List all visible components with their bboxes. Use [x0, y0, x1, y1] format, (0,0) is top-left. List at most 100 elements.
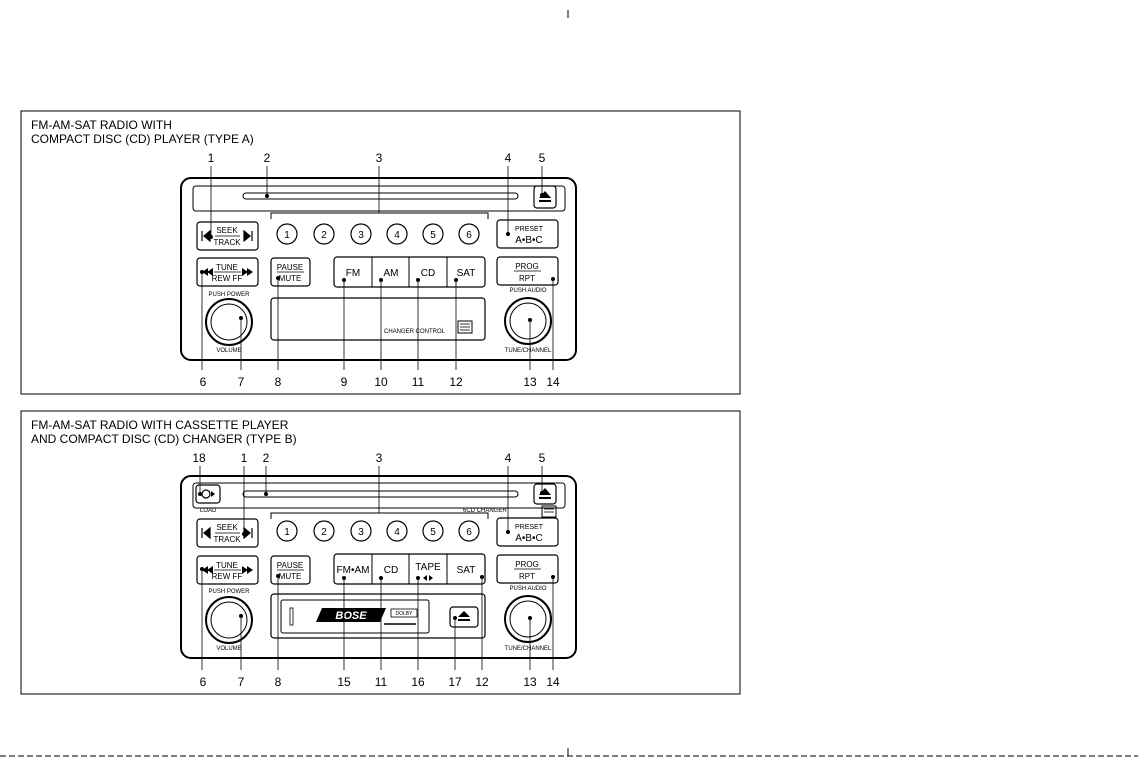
track-label: TRACK: [213, 535, 241, 544]
panel-a-sat-button[interactable]: SAT: [457, 268, 476, 279]
panel-b-seek-track-button[interactable]: SEEK TRACK: [196, 518, 259, 548]
tape-direction-icon: [423, 575, 433, 581]
panel-a-title: FM-AM-SAT RADIO WITH COMPACT DISC (CD) P…: [31, 118, 254, 146]
panel-a-seek-track-button[interactable]: SEEK TRACK: [196, 221, 259, 251]
panel-a-preset-5[interactable]: 5: [422, 223, 444, 245]
eject-icon: [458, 611, 470, 617]
panel-a-prog-rpt-button[interactable]: PROG RPT: [496, 256, 559, 286]
callout-label: 10: [374, 375, 388, 389]
panel-b-preset-5[interactable]: 5: [422, 520, 444, 542]
preset-label: 6: [466, 230, 472, 241]
callout-label: 17: [448, 675, 462, 689]
panel-b-unit: [180, 475, 577, 659]
panel-b-sat-button[interactable]: SAT: [457, 565, 476, 576]
panel-a-preset-2[interactable]: 2: [313, 223, 335, 245]
dolby-badge: [390, 608, 418, 618]
panel-a-tune-button[interactable]: TUNE REW FF: [196, 257, 259, 287]
volume-label: VOLUME: [216, 348, 241, 354]
panel-a-fm-button[interactable]: FM: [346, 268, 360, 279]
callout-label: 7: [238, 675, 245, 689]
abc-text: A•B•C: [515, 235, 543, 246]
callout-label: 11: [375, 675, 388, 689]
callout-label: 3: [376, 151, 383, 165]
panel-b-cd-button[interactable]: CD: [384, 565, 398, 576]
rpt-label: RPT: [519, 572, 535, 581]
panel-b-prog-rpt-button[interactable]: PROG RPT: [496, 554, 559, 584]
panel-b-pause-mute-button[interactable]: PAUSE MUTE: [270, 555, 311, 585]
pause-label: PAUSE: [277, 561, 304, 570]
callout-label: 9: [341, 375, 348, 389]
panel-a-am-button[interactable]: AM: [384, 268, 399, 279]
panel-b-preset-3[interactable]: 3: [350, 520, 372, 542]
panel-a-pause-mute-button[interactable]: PAUSE MUTE: [270, 257, 311, 287]
panel-a-preset-6[interactable]: 6: [458, 223, 480, 245]
panel-a-volume-knob[interactable]: [205, 298, 253, 346]
panel-b-cassette-area: [270, 593, 486, 639]
panel-b-volume-knob[interactable]: [205, 596, 253, 644]
callout-label: 1: [208, 151, 215, 165]
preset-label: 1: [284, 230, 290, 241]
volume-label: VOLUME: [216, 646, 241, 652]
preset-label: 3: [358, 230, 364, 241]
disc-logo-icon: [457, 320, 473, 334]
callout-label: 14: [546, 375, 560, 389]
panel-a-title-line1: FM-AM-SAT RADIO WITH: [31, 118, 172, 132]
panel-b-tape-button[interactable]: TAPE: [415, 562, 441, 573]
panel-b-preset-abc-button[interactable]: PRESET A•B•C: [496, 517, 559, 547]
rpt-label: RPT: [519, 274, 535, 283]
callout-label: 8: [275, 375, 282, 389]
preset-label: 6: [466, 527, 472, 538]
callout-label: 2: [263, 451, 270, 465]
bose-logo-plate: [316, 608, 386, 622]
preset-label: 2: [321, 230, 327, 241]
callout-label: 15: [337, 675, 351, 689]
panel-b-cassette-eject-button[interactable]: [449, 606, 479, 628]
rewind-icon: [202, 566, 213, 574]
panel-a-eject-button[interactable]: [533, 185, 557, 209]
push-power-label: PUSH POWER: [208, 292, 250, 298]
panel-b-preset-6[interactable]: 6: [458, 520, 480, 542]
preset-label: 4: [394, 527, 400, 538]
fast-forward-icon: [242, 268, 253, 276]
panel-b-preset-2[interactable]: 2: [313, 520, 335, 542]
panel-b-title-line2: AND COMPACT DISC (CD) CHANGER (TYPE B): [31, 432, 297, 446]
callout-label: 5: [539, 451, 546, 465]
panel-b-cd-slot: [242, 490, 519, 498]
panel-b-preset-4[interactable]: 4: [386, 520, 408, 542]
callout-label: 1: [241, 451, 248, 465]
panel-b-fm-am-button[interactable]: FM•AM: [337, 565, 370, 576]
callout-label: 4: [505, 151, 512, 165]
dolby-label: DOLBY: [396, 611, 414, 617]
panel-b-tune-button[interactable]: TUNE REW FF: [196, 555, 259, 585]
preset-label: 5: [430, 527, 436, 538]
panel-a-tune-channel-knob[interactable]: [504, 297, 552, 345]
skip-back-icon: [201, 229, 211, 243]
panel-b-tune-channel-knob[interactable]: [504, 595, 552, 643]
panel-a-preset-4[interactable]: 4: [386, 223, 408, 245]
prog-label: PROG: [515, 262, 539, 271]
callout-label: 12: [449, 375, 463, 389]
changer-control-label: CHANGER CONTROL: [384, 329, 446, 335]
panel-a-preset-1[interactable]: 1: [276, 223, 298, 245]
skip-forward-icon: [243, 229, 253, 243]
cassette-door: [280, 599, 430, 634]
rewind-icon: [202, 268, 213, 276]
rew-ff-label: REW FF: [212, 274, 243, 283]
callout-label: 4: [505, 451, 512, 465]
tune-label: TUNE: [216, 561, 238, 570]
callout-label: 11: [412, 375, 425, 389]
fast-forward-icon: [242, 566, 253, 574]
rew-ff-label: REW FF: [212, 572, 243, 581]
panel-b-preset-1[interactable]: 1: [276, 520, 298, 542]
preset-label: 1: [284, 527, 290, 538]
push-audio-label: PUSH AUDIO: [509, 586, 546, 592]
panel-a-preset-3[interactable]: 3: [350, 223, 372, 245]
callout-label: 6: [200, 375, 207, 389]
preset-text: PRESET: [515, 226, 544, 233]
push-audio-label: PUSH AUDIO: [509, 288, 546, 294]
callout-label: 12: [475, 675, 489, 689]
panel-b-title: FM-AM-SAT RADIO WITH CASSETTE PLAYER AND…: [31, 418, 297, 446]
panel-a-cd-button[interactable]: CD: [421, 268, 435, 279]
panel-a-preset-abc-button[interactable]: PRESET A•B•C: [496, 219, 559, 249]
panel-b-eject-button[interactable]: [533, 483, 557, 505]
